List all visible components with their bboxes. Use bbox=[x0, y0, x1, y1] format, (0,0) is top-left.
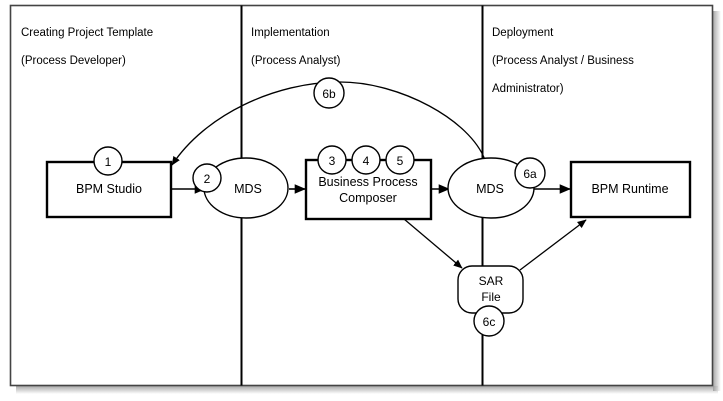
step-1-circle[interactable] bbox=[93, 146, 123, 176]
swimlane-3-line2: (Process Analyst / Business bbox=[492, 55, 634, 67]
bpm-runtime-label: BPM Runtime bbox=[591, 182, 668, 196]
connector-composer-to-sar-file bbox=[403, 218, 463, 269]
bpm-studio-box[interactable] bbox=[45, 160, 173, 219]
swimlane-2-line2: (Process Analyst) bbox=[251, 55, 341, 67]
step-marker-6a[interactable]: 6a bbox=[514, 157, 546, 189]
step-4-label: 4 bbox=[363, 154, 370, 168]
bpm-runtime-box[interactable] bbox=[569, 160, 692, 219]
node-bpm-studio[interactable]: BPM Studio bbox=[45, 160, 173, 219]
frame-shadow-right bbox=[713, 11, 721, 391]
swimlane-label-deployment: Deployment (Process Analyst / Business A… bbox=[492, 12, 634, 110]
step-6a-label: 6a bbox=[523, 167, 537, 181]
sar-file-label-line2: File bbox=[481, 290, 501, 304]
bpm-studio-label: BPM Studio bbox=[76, 182, 142, 196]
connector-sar-file-to-bpm-runtime bbox=[519, 219, 587, 271]
step-6c-circle[interactable] bbox=[473, 305, 505, 337]
swimlane-label-creating-project-template: Creating Project Template (Process Devel… bbox=[21, 12, 153, 96]
step-marker-2[interactable]: 2 bbox=[192, 163, 222, 193]
swimlane-3-line3: Administrator) bbox=[492, 83, 564, 95]
step-3-circle[interactable] bbox=[317, 145, 347, 175]
step-marker-6c[interactable]: 6c bbox=[473, 305, 505, 337]
mds-left-label: MDS bbox=[234, 182, 262, 196]
step-4-circle[interactable] bbox=[351, 145, 381, 175]
step-marker-6b[interactable]: 6b bbox=[313, 77, 345, 109]
swimlane-label-implementation: Implementation (Process Analyst) bbox=[251, 12, 340, 96]
business-process-composer-label-line2: Composer bbox=[339, 191, 397, 205]
frame-shadow-bottom bbox=[16, 386, 718, 394]
swimlane-3-line1: Deployment bbox=[492, 27, 554, 39]
step-5-label: 5 bbox=[397, 154, 404, 168]
node-mds-right[interactable]: MDS bbox=[447, 157, 535, 219]
swimlane-1-line2: (Process Developer) bbox=[21, 55, 126, 67]
step-marker-3[interactable]: 3 bbox=[317, 145, 347, 175]
step-marker-4[interactable]: 4 bbox=[351, 145, 381, 175]
step-6c-label: 6c bbox=[483, 315, 496, 329]
sar-file-label-line1: SAR bbox=[479, 274, 504, 288]
mds-right-label: MDS bbox=[476, 182, 504, 196]
step-1-label: 1 bbox=[105, 155, 112, 169]
swimlane-1-line1: Creating Project Template bbox=[21, 27, 154, 39]
step-6b-circle[interactable] bbox=[313, 77, 345, 109]
step-marker-5[interactable]: 5 bbox=[385, 145, 415, 175]
step-2-circle[interactable] bbox=[192, 163, 222, 193]
step-5-circle[interactable] bbox=[385, 145, 415, 175]
step-6b-label: 6b bbox=[322, 87, 336, 101]
business-process-composer-label-line1: Business Process bbox=[318, 175, 417, 189]
step-3-label: 3 bbox=[329, 154, 336, 168]
step-6a-circle[interactable] bbox=[514, 157, 546, 189]
step-marker-1[interactable]: 1 bbox=[93, 146, 123, 176]
node-bpm-runtime[interactable]: BPM Runtime bbox=[569, 160, 692, 219]
step-2-label: 2 bbox=[204, 172, 211, 186]
swimlane-2-line1: Implementation bbox=[251, 27, 330, 39]
